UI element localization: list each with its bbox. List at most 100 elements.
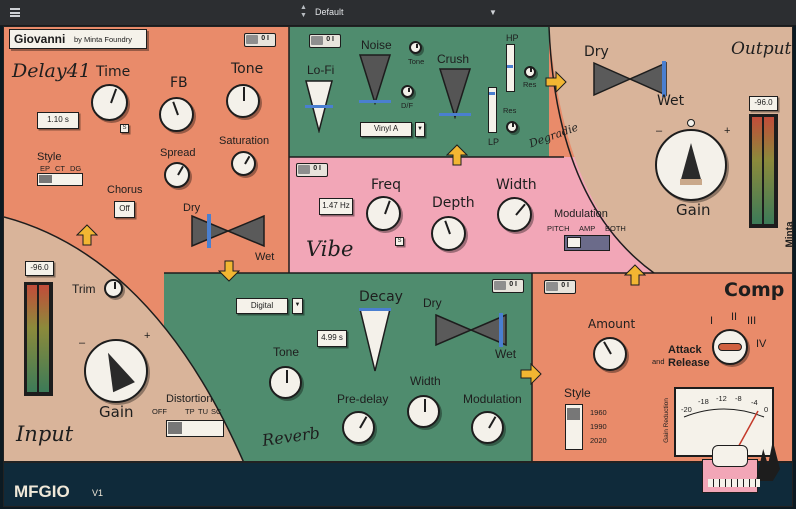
vu-tick-18: -18 (698, 397, 709, 406)
vu-tick-8: -8 (735, 394, 742, 403)
depth-knob[interactable] (431, 216, 466, 251)
vibe-freq-value[interactable]: 1.47 Hz (319, 198, 353, 215)
output-dry-label: Dry (584, 44, 609, 60)
predelay-label: Pre-delay (337, 392, 389, 406)
arrow-right-degrade-to-output-icon (545, 71, 567, 93)
noise-label: Noise (361, 38, 392, 52)
comp-style-1990[interactable]: 1990 (590, 422, 607, 431)
dist-option-tp[interactable]: TP (185, 407, 195, 416)
lp-res-knob[interactable] (506, 121, 518, 133)
gain-reduction-label: Gain Reduction (662, 398, 670, 443)
time-knob[interactable] (91, 84, 128, 121)
reverb-type-select[interactable]: Digital (236, 298, 288, 314)
input-gain-knob[interactable] (84, 339, 148, 403)
mod-option-both[interactable]: BOTH (605, 224, 626, 233)
vu-tick-20: -20 (681, 405, 692, 414)
comp-style-1960[interactable]: 1960 (590, 408, 607, 417)
delay-style-selector[interactable] (37, 173, 83, 186)
comp-style-label: Style (564, 386, 591, 400)
dist-option-tu[interactable]: TU (198, 407, 208, 416)
noise-fader[interactable] (358, 53, 392, 105)
vinyl-dropdown-icon[interactable]: ▼ (415, 122, 425, 137)
degrade-power-switch[interactable]: 0 I (309, 34, 341, 48)
reverb-modulation-label: Modulation (463, 392, 522, 406)
attack-label: Attack (668, 344, 702, 356)
amount-knob[interactable] (593, 337, 627, 371)
reverb-modulation-knob[interactable] (471, 411, 504, 444)
roman-i[interactable]: I (710, 315, 714, 327)
dist-option-sc[interactable]: SC (211, 407, 222, 416)
style-option-ct[interactable]: CT (55, 164, 65, 173)
comp-style-2020[interactable]: 2020 (590, 436, 607, 445)
roman-iv[interactable]: IV (756, 338, 767, 350)
brand-name: Giovanni (14, 32, 66, 46)
output-drywet-slider[interactable] (592, 61, 668, 97)
df-label: D/F (401, 101, 414, 110)
mod-option-amp[interactable]: AMP (579, 224, 596, 233)
decay-fader[interactable] (358, 307, 392, 373)
time-sync-button[interactable]: S (120, 124, 129, 133)
reverb-dropdown-icon[interactable]: ▼ (292, 298, 303, 314)
up-down-arrows-icon[interactable]: ▲▼ (300, 4, 307, 19)
df-knob[interactable] (401, 85, 414, 98)
trim-knob[interactable] (104, 279, 123, 298)
roman-iii[interactable]: III (747, 315, 757, 327)
reverb-width-knob[interactable] (407, 395, 440, 428)
modulation-selector[interactable] (564, 235, 610, 251)
reverb-dry-label: Dry (423, 296, 442, 310)
width-knob[interactable] (497, 197, 532, 232)
amount-label: Amount (588, 317, 636, 331)
attack-release-knob[interactable] (712, 329, 748, 365)
delay-drywet-slider[interactable] (190, 214, 266, 248)
predelay-knob[interactable] (342, 411, 375, 444)
input-gain-minus: – (79, 337, 86, 349)
vu-needle (683, 408, 765, 452)
hamburger-icon[interactable] (10, 8, 20, 17)
vibe-power-switch[interactable]: 0 I (296, 163, 328, 177)
vu-tick-12: -12 (716, 394, 727, 403)
plugin-window: Giovanni by Minta Foundry 0 I Delay41 Ti… (3, 26, 793, 462)
style-option-dg[interactable]: DG (70, 164, 82, 173)
freq-knob[interactable] (366, 196, 401, 231)
arrow-right-reverb-to-comp-icon (520, 363, 542, 385)
vu-meter: -20 -18 -12 -8 -4 0 (674, 387, 774, 457)
crush-label: Crush (437, 52, 470, 66)
reverb-power-switch[interactable]: 0 I (492, 279, 524, 293)
output-gain-minus: – (656, 125, 663, 137)
saturation-knob[interactable] (231, 151, 256, 176)
lp-res-label: Res (503, 106, 517, 115)
lofi-fader[interactable] (304, 79, 334, 133)
delay-power-switch[interactable]: 0 I (244, 33, 276, 47)
spread-knob[interactable] (164, 162, 190, 188)
chorus-toggle[interactable]: Off (114, 201, 135, 218)
time-value[interactable]: 1.10 s (37, 112, 79, 129)
output-gain-knob[interactable] (655, 129, 727, 201)
dist-option-off[interactable]: OFF (152, 407, 167, 416)
roman-ii[interactable]: II (731, 311, 738, 323)
preset-name[interactable]: Default (315, 7, 344, 17)
reverb-tone-knob[interactable] (269, 366, 302, 399)
distortion-label: Distortion (166, 393, 213, 405)
style-label: Style (37, 151, 62, 163)
lp-slider[interactable] (488, 87, 497, 133)
comp-style-selector[interactable] (565, 404, 583, 450)
crush-fader[interactable] (438, 67, 472, 119)
distortion-selector[interactable] (166, 420, 224, 437)
fb-knob[interactable] (159, 97, 194, 132)
modulation-label: Modulation (554, 208, 608, 220)
input-meter-value: -96.0 (25, 261, 54, 276)
tone-knob[interactable] (226, 84, 260, 118)
release-label: Release (668, 357, 710, 369)
hp-res-knob[interactable] (524, 66, 536, 78)
mascot-illustration (694, 441, 784, 501)
vinyl-select[interactable]: Vinyl A (360, 122, 412, 137)
comp-power-switch[interactable]: 0 I (544, 280, 576, 294)
freq-sync-button[interactable]: S (395, 237, 404, 246)
caret-down-icon[interactable]: ▼ (489, 8, 497, 17)
hp-slider[interactable] (506, 44, 515, 92)
reverb-drywet-slider[interactable] (434, 313, 508, 347)
noise-tone-knob[interactable] (409, 41, 422, 54)
mod-option-pitch[interactable]: PITCH (547, 224, 570, 233)
style-option-ep[interactable]: EP (40, 164, 51, 173)
decay-value[interactable]: 4.99 s (317, 330, 347, 347)
